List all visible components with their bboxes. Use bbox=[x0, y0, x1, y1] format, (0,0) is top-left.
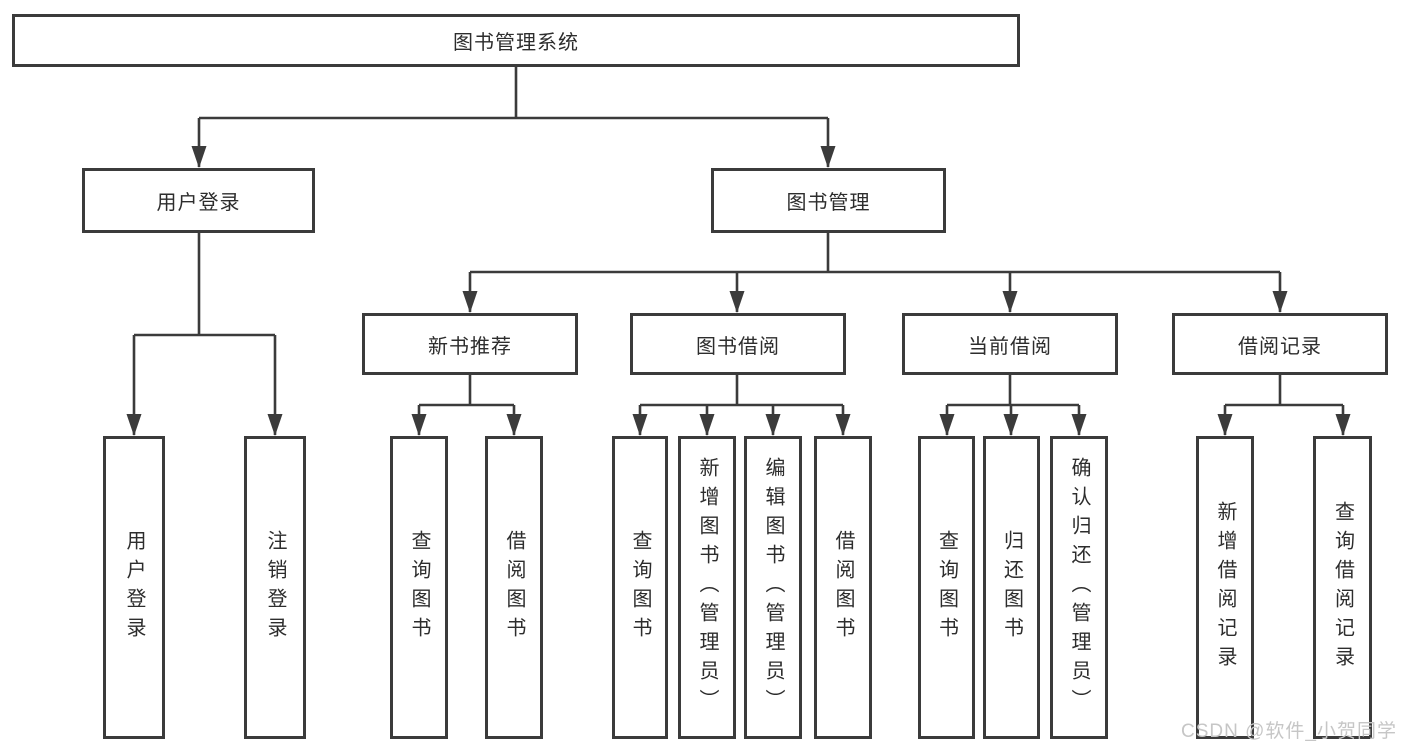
leaf-label: 编辑图书（管理员） bbox=[762, 457, 784, 718]
leaf-label: 新增图书（管理员） bbox=[696, 457, 718, 718]
node-label: 用户登录 bbox=[156, 192, 241, 214]
node-label: 图书借阅 bbox=[696, 335, 780, 358]
leaf-query-books-recommend: 查询图书 bbox=[390, 436, 448, 739]
leaf-label: 查询图书 bbox=[408, 529, 430, 646]
leaf-label: 查询图书 bbox=[935, 529, 958, 646]
leaf-label: 用户登录 bbox=[123, 529, 145, 646]
node-library-management-system: 图书管理系统 bbox=[12, 14, 1020, 67]
node-new-book-recommendation: 新书推荐 bbox=[362, 313, 578, 375]
leaf-add-books-admin: 新增图书（管理员） bbox=[678, 436, 736, 739]
leaf-borrow-books-recommend: 借阅图书 bbox=[485, 436, 543, 739]
leaf-user-login: 用户登录 bbox=[103, 436, 165, 739]
leaf-confirm-return-admin: 确认归还（管理员） bbox=[1050, 436, 1108, 739]
leaf-return-books: 归还图书 bbox=[983, 436, 1040, 739]
leaf-label: 借阅图书 bbox=[832, 529, 854, 646]
leaf-label: 归还图书 bbox=[1000, 529, 1023, 646]
node-label: 当前借阅 bbox=[968, 335, 1052, 358]
leaf-borrow-books: 借阅图书 bbox=[814, 436, 872, 739]
node-label: 图书管理系统 bbox=[453, 32, 579, 54]
leaf-query-borrow-record: 查询借阅记录 bbox=[1313, 436, 1372, 739]
leaf-query-books-borrow: 查询图书 bbox=[612, 436, 668, 739]
leaf-label: 新增借阅记录 bbox=[1214, 500, 1236, 675]
leaf-add-borrow-record: 新增借阅记录 bbox=[1196, 436, 1254, 739]
node-label: 新书推荐 bbox=[428, 335, 512, 358]
leaf-label: 查询图书 bbox=[629, 529, 651, 646]
leaf-query-books-current: 查询图书 bbox=[918, 436, 975, 739]
leaf-logout: 注销登录 bbox=[244, 436, 306, 739]
node-label: 借阅记录 bbox=[1238, 335, 1322, 358]
node-book-borrowing: 图书借阅 bbox=[630, 313, 846, 375]
leaf-label: 借阅图书 bbox=[503, 529, 525, 646]
node-book-management: 图书管理 bbox=[711, 168, 946, 233]
node-user-login: 用户登录 bbox=[82, 168, 315, 233]
node-label: 图书管理 bbox=[786, 192, 871, 214]
leaf-label: 注销登录 bbox=[264, 529, 286, 646]
leaf-label: 确认归还（管理员） bbox=[1068, 457, 1090, 718]
leaf-edit-books-admin: 编辑图书（管理员） bbox=[744, 436, 802, 739]
node-current-borrowing: 当前借阅 bbox=[902, 313, 1118, 375]
node-borrowing-records: 借阅记录 bbox=[1172, 313, 1388, 375]
leaf-label: 查询借阅记录 bbox=[1331, 500, 1354, 675]
